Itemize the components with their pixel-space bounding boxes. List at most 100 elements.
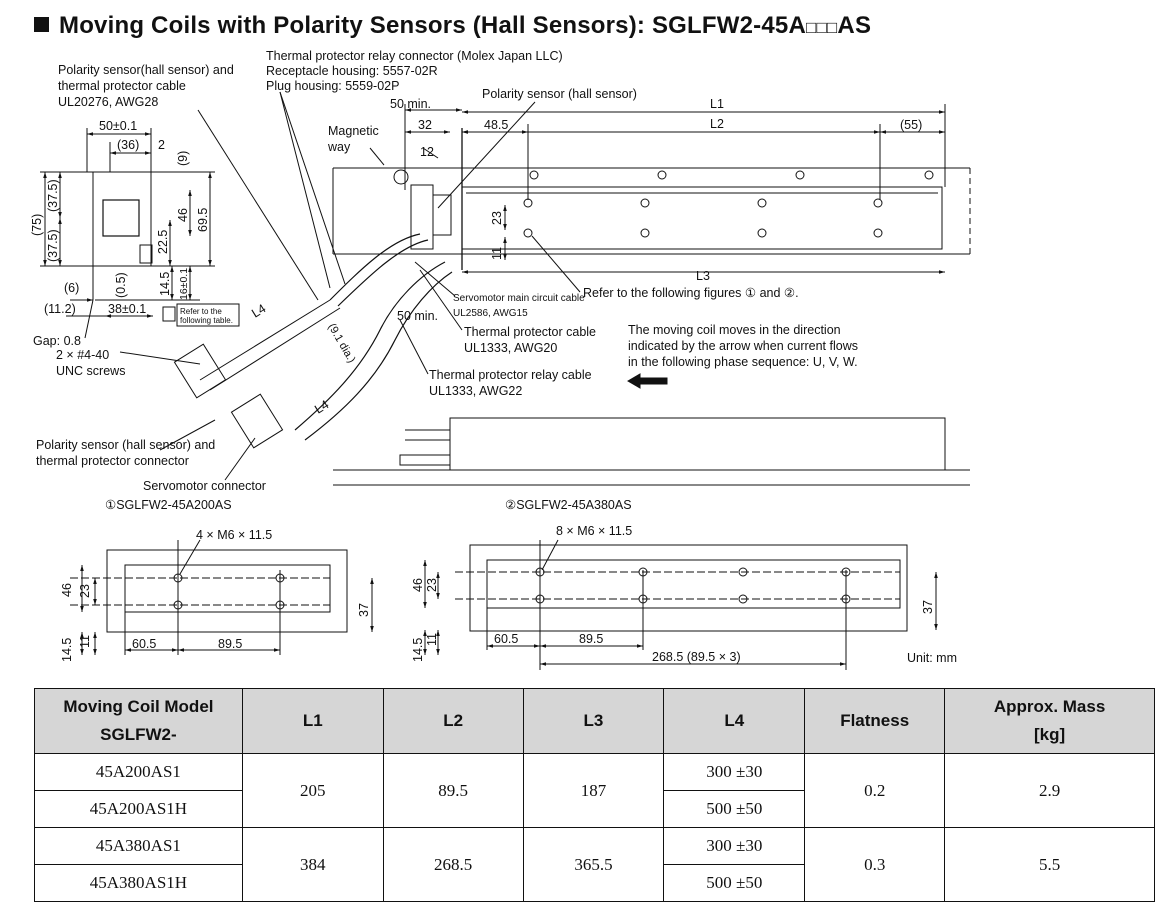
L1-cell: 205 [241, 753, 384, 828]
fig1-holes: 4 × M6 × 11.5 [196, 528, 272, 542]
dim-50: 50±0.1 [99, 119, 137, 133]
fig2-label: ②SGLFW2-45A380AS [505, 498, 632, 512]
fig2-dim-23: 23 [425, 578, 439, 592]
fig1-dim-46: 46 [60, 583, 74, 597]
dim-L1: L1 [710, 97, 724, 111]
L3-cell: 365.5 [522, 827, 665, 902]
dim-50-min-top: 50 min. [390, 97, 431, 111]
screws-callout-2: UNC screws [56, 364, 125, 378]
magnetic-way-callout-1: Magnetic [328, 124, 379, 138]
table-row: 45A200AS1 205 89.5 187 300 ±30 0.2 2.9 [34, 753, 1155, 828]
dim-50-min-bottom: 50 min. [397, 309, 438, 323]
header-model: Moving Coil Model SGLFW2- [34, 688, 243, 754]
L4-cell: 500 ±50 [663, 864, 806, 902]
dim-55: (55) [900, 118, 922, 132]
direction-note-3: in the following phase sequence: U, V, W… [628, 355, 858, 369]
flatness-cell: 0.2 [804, 753, 946, 828]
L3-cell: 187 [522, 753, 665, 828]
table-row: 45A200AS1H 500 ±50 [34, 790, 1155, 828]
direction-note-1: The moving coil moves in the direction [628, 323, 841, 337]
dim-12: 12 [420, 145, 434, 159]
table-header-row: Moving Coil Model SGLFW2- L1 L2 L3 L4 Fl… [34, 688, 1155, 754]
title-boxes: □□□ [806, 18, 838, 37]
direction-note-2: indicated by the arrow when current flow… [628, 339, 858, 353]
magnetic-way-callout-2: way [327, 140, 351, 154]
refer-table-callout-2: following table. [180, 316, 233, 325]
polarity-cable-callout-2: thermal protector cable [58, 79, 186, 93]
dim-37-5-top: (37.5) [46, 179, 60, 212]
dim-L4-top: L4 [249, 301, 268, 320]
polarity-connector-callout-1: Polarity sensor (hall sensor) and [36, 438, 215, 452]
polarity-sensor-callout: Polarity sensor (hall sensor) [482, 87, 637, 101]
servomotor-cable-callout-1: Servomotor main circuit cable [453, 293, 585, 304]
dim-23: 23 [490, 211, 504, 225]
fig2-holes: 8 × M6 × 11.5 [556, 524, 632, 538]
polarity-connector-callout-2: thermal protector connector [36, 454, 189, 468]
dim-6: (6) [64, 281, 79, 295]
fig2-dim-89-5: 89.5 [579, 632, 603, 646]
fig2-dim-14-5: 14.5 [411, 638, 425, 662]
relay-cable-callout-1: Thermal protector relay cable [429, 368, 592, 382]
polarity-cable-callout-3: UL20276, AWG28 [58, 95, 158, 109]
fig2-dim-37: 37 [921, 600, 935, 614]
dimension-drawing: Polarity sensor(hall sensor) and thermal… [30, 49, 971, 670]
fig1-dim-89-5: 89.5 [218, 637, 242, 651]
fig1-dim-14-5: 14.5 [60, 638, 74, 662]
table-row: 45A380AS1 384 268.5 365.5 300 ±30 0.3 5.… [34, 827, 1155, 902]
model-cell: 45A200AS1 [34, 753, 243, 791]
dim-16: 16±0.1 [178, 268, 190, 300]
relay-connector-callout-3: Plug housing: 5559-02P [266, 79, 399, 93]
fig1-dim-11: 11 [78, 635, 92, 648]
moving-coil-outline [461, 186, 943, 250]
L4-cell: 300 ±30 [663, 827, 806, 865]
dim-L4-bottom: L4 [312, 397, 331, 416]
relay-connector-callout-1: Thermal protector relay connector (Molex… [266, 49, 563, 63]
polarity-cable-callout-1: Polarity sensor(hall sensor) and [58, 63, 234, 77]
dim-22-5: 22.5 [156, 230, 170, 254]
header-L3: L3 [522, 688, 665, 754]
fig1-label: ①SGLFW2-45A200AS [105, 498, 232, 512]
dim-2: 2 [158, 138, 165, 152]
spec-table: Moving Coil Model SGLFW2- L1 L2 L3 L4 Fl… [34, 688, 1155, 902]
header-L1: L1 [241, 688, 384, 754]
dim-0-5: (0.5) [114, 272, 128, 298]
relay-connector-callout-2: Receptacle housing: 5557-02R [266, 64, 438, 78]
flatness-cell: 0.3 [804, 827, 946, 902]
mass-cell: 5.5 [944, 827, 1155, 902]
title-main: Moving Coils with Polarity Sensors (Hall… [59, 12, 806, 39]
fig2-dim-46: 46 [411, 578, 425, 592]
dim-69-5: 69.5 [196, 208, 210, 232]
dim-32: 32 [418, 118, 432, 132]
unit-label: Unit: mm [907, 651, 957, 665]
L4-cell: 500 ±50 [663, 790, 806, 828]
refer-figures-callout: Refer to the following figures ① and ②. [583, 286, 799, 300]
table-row: 45A380AS1H 500 ±50 [34, 864, 1155, 902]
fig2-dim-11: 11 [425, 633, 439, 646]
header-mass: Approx. Mass [kg] [944, 688, 1155, 754]
fig2-dim-60-5: 60.5 [494, 632, 518, 646]
dim-L3: L3 [696, 269, 710, 283]
dim-36: (36) [117, 138, 139, 152]
dim-L2: L2 [710, 117, 724, 131]
thermal-cable-callout-2: UL1333, AWG20 [464, 341, 557, 355]
page-title: Moving Coils with Polarity Sensors (Hall… [34, 12, 871, 40]
dim-38: 38±0.1 [108, 302, 146, 316]
gap-callout: Gap: 0.8 [33, 334, 81, 348]
bullet-square-icon [34, 17, 49, 32]
servomotor-connector-callout: Servomotor connector [143, 479, 266, 493]
fig2-dim-268-5: 268.5 (89.5 × 3) [652, 650, 741, 664]
model-cell: 45A200AS1H [34, 790, 243, 828]
dim-11: 11 [490, 247, 504, 260]
mounting-holes [173, 170, 934, 610]
L1-cell: 384 [241, 827, 384, 902]
dim-75: (75) [30, 214, 44, 236]
L2-cell: 89.5 [382, 753, 524, 828]
drawing-lines [40, 91, 971, 670]
relay-cable-callout-2: UL1333, AWG22 [429, 384, 522, 398]
dim-11-2: (11.2) [44, 302, 76, 316]
dim-37-5-bottom: (37.5) [46, 229, 60, 262]
title-suffix: AS [837, 12, 872, 39]
fig1-dim-60-5: 60.5 [132, 637, 156, 651]
refer-table-callout-1: Refer to the [180, 307, 222, 316]
dim-46: 46 [176, 208, 190, 222]
